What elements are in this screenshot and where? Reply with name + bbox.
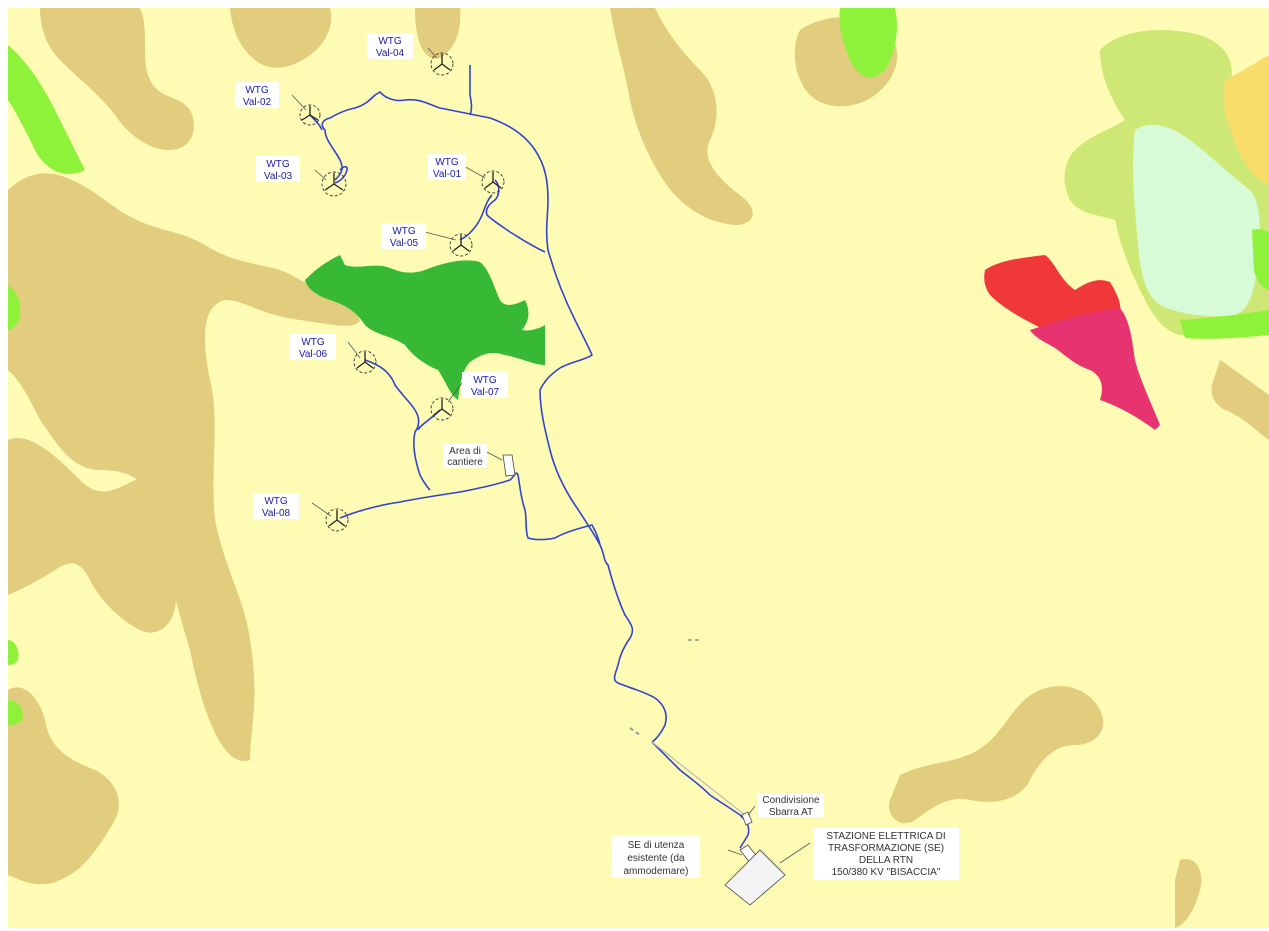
svg-text:WTG: WTG [245, 85, 269, 96]
svg-text:WTG: WTG [301, 337, 325, 348]
turbine-val-05[interactable] [449, 233, 473, 257]
base-land [8, 8, 1269, 928]
label-val-05: WTG Val-05 [382, 223, 426, 249]
red-area [984, 255, 1121, 330]
svg-text:Area di: Area di [449, 446, 481, 457]
label-val-03: WTG Val-03 [256, 156, 300, 182]
svg-text:Val-04: Val-04 [376, 48, 405, 59]
svg-text:TRASFORMAZIONE (SE): TRASFORMAZIONE (SE) [828, 843, 944, 854]
label-val-01: WTG Val-01 [428, 154, 466, 180]
turbine-val-08[interactable] [325, 508, 349, 532]
svg-text:Val-01: Val-01 [433, 169, 462, 180]
label-se-utenza: SE di utenza esistente (da ammodemare) [612, 836, 700, 878]
pink-area [1030, 308, 1160, 430]
svg-text:Condivisione: Condivisione [762, 795, 820, 806]
svg-text:ammodemare): ammodemare) [623, 866, 688, 877]
substation-shapes [502, 454, 786, 906]
svg-text:WTG: WTG [266, 159, 290, 170]
svg-text:WTG: WTG [264, 496, 288, 507]
label-val-02: WTG Val-02 [235, 82, 279, 108]
svg-text:cantiere: cantiere [447, 457, 483, 468]
label-val-04: WTG Val-04 [367, 33, 413, 59]
svg-text:WTG: WTG [392, 226, 416, 237]
svg-text:STAZIONE ELETTRICA DI: STAZIONE ELETTRICA DI [826, 831, 945, 842]
svg-text:WTG: WTG [378, 36, 402, 47]
tan-areas [8, 8, 1269, 928]
turbine-val-07[interactable] [430, 397, 454, 421]
dark-green-forest [305, 255, 545, 400]
turbine-val-02[interactable] [299, 104, 321, 126]
svg-text:WTG: WTG [435, 157, 459, 168]
top-right-cluster [1064, 30, 1269, 339]
svg-text:150/380 KV "BISACCIA": 150/380 KV "BISACCIA" [832, 867, 941, 878]
label-val-07: WTG Val-07 [462, 372, 508, 398]
label-condivisione: Condivisione Sbarra AT [758, 793, 824, 818]
svg-text:Val-07: Val-07 [471, 387, 500, 398]
label-leaders [291, 47, 811, 864]
turbine-val-01[interactable] [481, 170, 505, 194]
label-val-08: WTG Val-08 [253, 493, 299, 519]
svg-text:Val-08: Val-08 [262, 508, 291, 519]
light-green-areas [8, 8, 897, 725]
label-stazione: STAZIONE ELETTRICA DI TRASFORMAZIONE (SE… [813, 828, 959, 880]
svg-text:Val-06: Val-06 [299, 349, 328, 360]
turbine-val-03[interactable] [321, 171, 347, 197]
svg-text:Val-03: Val-03 [264, 171, 293, 182]
label-area-cantiere: Area di cantiere [443, 444, 487, 468]
turbine-val-06[interactable] [353, 350, 377, 374]
svg-text:SE di utenza: SE di utenza [628, 840, 685, 851]
label-val-06: WTG Val-06 [290, 334, 336, 360]
turbine-val-04[interactable] [430, 52, 454, 76]
svg-text:Val-02: Val-02 [243, 97, 272, 108]
svg-text:DELLA RTN: DELLA RTN [859, 855, 913, 866]
svg-text:Sbarra AT: Sbarra AT [769, 807, 813, 818]
svg-text:esistente (da: esistente (da [627, 853, 685, 864]
svg-text:Val-05: Val-05 [390, 238, 419, 249]
svg-text:WTG: WTG [473, 375, 497, 386]
